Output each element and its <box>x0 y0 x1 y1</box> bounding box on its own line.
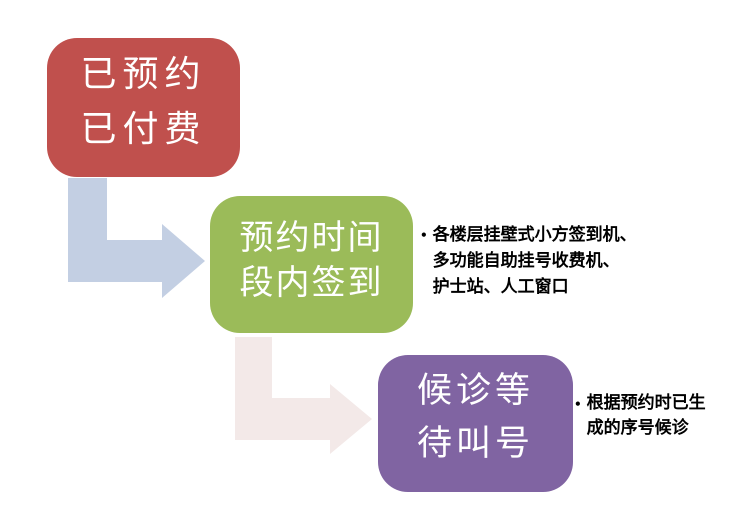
step-label-line: 已预约 <box>80 54 207 95</box>
note-line: 根据预约时已生 <box>586 393 706 413</box>
step-box-check-in: 预约时间 段内签到 <box>210 196 413 333</box>
note-queue-number: • 根据预约时已生 成的序号候诊 <box>574 391 744 441</box>
step-box-wait-call: 候诊等 待叫号 <box>378 355 573 492</box>
step-box-reserved-paid: 已预约 已付费 <box>47 38 240 177</box>
step-label-line: 待叫号 <box>416 424 534 464</box>
step-label-line: 候诊等 <box>416 371 534 411</box>
step-label-line: 预约时间 <box>239 218 384 258</box>
note-check-in-locations: • 各楼层挂壁式小方签到机、 多功能自助挂号收费机、 护士站、人工窗口 <box>420 222 680 300</box>
note-line: 成的序号候诊 <box>586 418 689 438</box>
elbow-arrow-step1-to-step2-icon <box>68 178 205 298</box>
note-line: 各楼层挂壁式小方签到机、 <box>432 225 637 245</box>
bullet-icon: • <box>420 228 428 242</box>
step-label-line: 段内签到 <box>239 263 384 303</box>
note-line: 多功能自助挂号收费机、 <box>432 251 620 271</box>
note-line: 护士站、人工窗口 <box>432 277 569 297</box>
step-label-line: 已付费 <box>80 109 207 150</box>
elbow-arrow-step2-to-step3-icon <box>235 337 372 454</box>
bullet-icon: • <box>574 397 582 411</box>
